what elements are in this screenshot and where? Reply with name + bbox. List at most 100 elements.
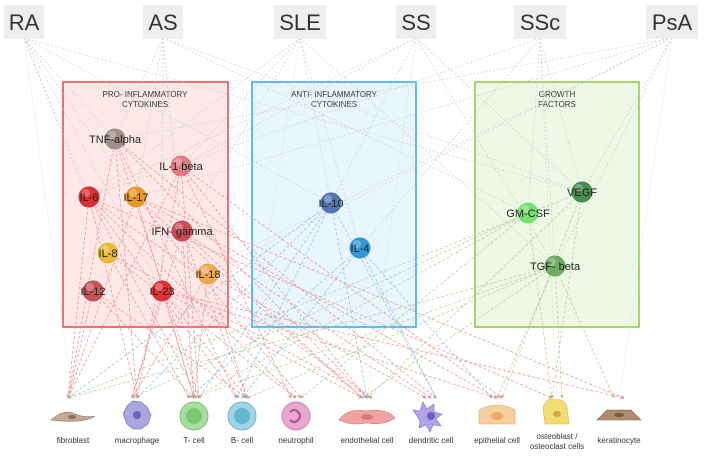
disease-link xyxy=(88,37,301,198)
growth-box-title-line2: FACTORS xyxy=(538,100,576,109)
cytokine-node-ifn-gamma: IFN- gamma xyxy=(151,219,213,243)
node-highlight xyxy=(174,158,182,166)
cytokine-label: GM-CSF xyxy=(506,208,550,220)
cytokine-cell-link xyxy=(161,290,625,400)
cell-label: keratinocyte xyxy=(597,436,641,445)
cytokine-node-il-23: IL-23 xyxy=(149,279,175,303)
disease-label: SSc xyxy=(520,10,560,35)
cytokine-cell-link xyxy=(131,230,183,399)
cytokine-cell-link xyxy=(300,212,529,399)
cell-label: osteoblast / xyxy=(537,432,579,441)
cytokine-cell-link xyxy=(114,138,437,399)
node-highlight xyxy=(201,266,209,274)
disease-label-box xyxy=(514,5,566,39)
disease-link xyxy=(526,37,541,214)
cytokine-cell-link xyxy=(180,165,201,399)
node-highlight xyxy=(521,205,529,213)
pro-box-title-line2: CYTOKINES xyxy=(122,100,168,109)
disease-ssc: SSc xyxy=(514,5,566,39)
cytokine-node-il-18: IL-18 xyxy=(195,262,221,286)
cell-dendritic-cell: dendritic cell xyxy=(409,401,454,445)
cytokine-cell-link xyxy=(161,290,498,399)
cytokine-cell-link xyxy=(66,138,116,399)
cytokine-node-il-8: IL-8 xyxy=(96,241,120,265)
node-highlight xyxy=(129,189,137,197)
cytokine-node-circle xyxy=(516,201,540,225)
disease-link xyxy=(162,37,583,193)
disease-cell-link xyxy=(23,37,74,401)
cytokine-cell-link xyxy=(192,273,209,399)
cytokine-cell-link xyxy=(67,165,182,399)
cytokine-node-circle xyxy=(77,185,101,209)
disease-ss: SS xyxy=(396,5,436,39)
node-highlight xyxy=(101,245,109,253)
disease-link xyxy=(161,37,673,292)
cytokine-cell-link xyxy=(236,202,332,399)
cell-label: T- cell xyxy=(183,436,205,445)
disease-link xyxy=(554,37,673,267)
cytokine-node-il-17: IL-17 xyxy=(123,185,149,209)
cytokine-node-il-12: IL-12 xyxy=(80,279,106,303)
cytokine-cell-link xyxy=(180,165,368,399)
cytokine-node-vegf: VEGF xyxy=(567,180,597,204)
node-highlight xyxy=(175,223,183,231)
disease-label-box xyxy=(646,5,698,39)
pro-box-title-line1: PRO- INFLAMMATORY xyxy=(103,90,189,99)
disease-link xyxy=(207,37,673,275)
cell-label: epithelial cell xyxy=(474,436,520,445)
cytokine-node-il-6: IL-6 xyxy=(77,185,101,209)
cytokine-cell-link xyxy=(193,212,529,399)
node-highlight xyxy=(86,283,94,291)
cytokine-node-il-10: IL-10 xyxy=(318,191,344,215)
cytokine-node-circle xyxy=(543,254,567,278)
cell-label: neutrophil xyxy=(278,436,313,445)
cytokine-label: IL-10 xyxy=(318,198,343,210)
cell-neutrophil: neutrophil xyxy=(278,401,314,445)
cytokine-node-circle xyxy=(96,241,120,265)
cytokine-cell-link xyxy=(114,138,238,399)
disease-link xyxy=(23,37,583,193)
node-highlight xyxy=(548,258,556,266)
cytokine-label: IFN- gamma xyxy=(151,226,213,238)
cytokine-cell-link xyxy=(207,273,248,399)
neutrophil-icon xyxy=(281,401,311,431)
disease-label-box xyxy=(4,5,44,39)
disease-link xyxy=(23,37,116,140)
cytokine-node-circle xyxy=(348,236,372,260)
disease-cell-link xyxy=(241,37,301,401)
cell-label: B- cell xyxy=(231,436,253,445)
node-highlight xyxy=(82,189,90,197)
cell-fibroblast: fibroblast xyxy=(50,411,96,445)
cytokine-cell-link xyxy=(161,290,363,399)
cytokine-cell-link xyxy=(180,165,503,399)
cell-t-cell: T- cell xyxy=(179,401,209,445)
cytokine-label: VEGF xyxy=(567,187,597,199)
cytokine-cell-link xyxy=(554,265,615,399)
cytokine-node-circle xyxy=(196,262,220,286)
cytokine-node-circle xyxy=(170,219,194,243)
cytokine-node-circle xyxy=(124,185,148,209)
cytokine-node-il-4: IL-4 xyxy=(348,236,372,260)
cytokine-cell-link xyxy=(67,265,556,399)
anti-box-title-line2: CYTOKINES xyxy=(311,100,357,109)
cytokine-cell-link xyxy=(207,273,427,399)
cell-label: endothelial cell xyxy=(341,436,394,445)
cytokine-label: IL-12 xyxy=(80,286,105,298)
cytokine-cell-link xyxy=(135,165,182,399)
node-highlight xyxy=(575,184,583,192)
growth-box-title-line1: GROWTH xyxy=(539,90,576,99)
cytokine-cell-link xyxy=(67,202,332,399)
disease-link xyxy=(180,37,301,167)
cell-label: dendritic cell xyxy=(409,436,454,445)
disease-link xyxy=(23,37,137,198)
disease-ra: RA xyxy=(4,5,44,39)
disease-link xyxy=(299,37,556,267)
cell-macrophage: macrophage xyxy=(115,400,160,445)
disease-link xyxy=(23,37,163,292)
anti-box-title-line1: ANTI- INFLAMMATORY xyxy=(291,90,377,99)
cytokine-cell-link xyxy=(161,290,195,399)
cytokine-cell-link xyxy=(161,290,248,399)
